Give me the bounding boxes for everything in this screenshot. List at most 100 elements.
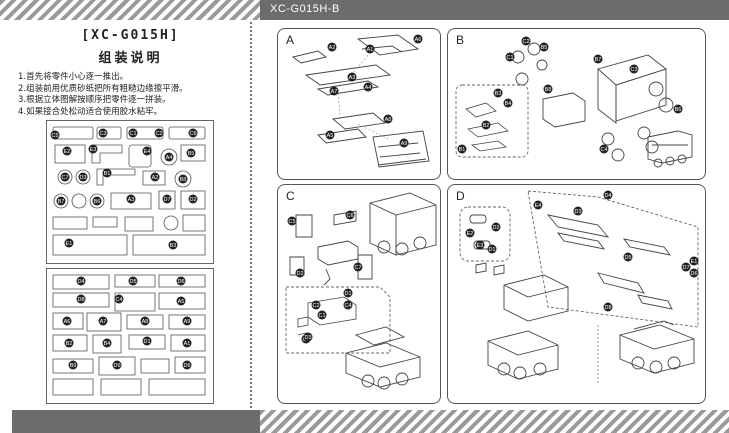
part-number-badge: E1	[64, 238, 74, 248]
svg-text:B4: B4	[505, 101, 512, 107]
part-number-badge: E2	[62, 146, 72, 156]
part-number-badge: A5	[325, 130, 335, 140]
part-number-badge: D3	[303, 332, 313, 342]
part-number-badge: D6	[182, 360, 192, 370]
part-number-badge: B8	[178, 174, 188, 184]
svg-text:D3: D3	[79, 175, 86, 181]
part-number-badge: A6	[413, 34, 423, 44]
step-c-drawing: C1C2C3C4C5C6C7D1D2D3	[285, 192, 437, 390]
step-label: C	[286, 189, 295, 203]
svg-text:A2: A2	[329, 45, 336, 51]
part-number-badge: A1	[182, 338, 192, 348]
part-number-badge: A3	[126, 194, 136, 204]
part-number-badge: D2	[491, 222, 501, 232]
svg-text:C2: C2	[522, 39, 529, 45]
svg-text:A7: A7	[100, 319, 107, 325]
part-number-badge: B5	[186, 148, 196, 158]
svg-text:C3: C3	[630, 67, 637, 73]
part-number-badge: A6	[62, 316, 72, 326]
svg-text:C4: C4	[600, 147, 607, 153]
svg-text:A4: A4	[166, 155, 173, 161]
part-number-badge: B6	[92, 196, 102, 206]
svg-text:D8: D8	[604, 305, 611, 311]
svg-text:A9: A9	[401, 141, 408, 147]
instruction-step: 3.根据立体图解按顺序把零件逐一拼装。	[18, 95, 171, 105]
part-number-badge: C2	[311, 300, 321, 310]
part-number-badge: D1	[142, 336, 152, 346]
part-number-badge: D6	[176, 276, 186, 286]
part-number-badge: B2	[481, 120, 491, 130]
part-number-badge: D4	[76, 276, 86, 286]
part-number-badge: A7	[98, 316, 108, 326]
svg-text:C4: C4	[344, 303, 351, 309]
part-number-badge: A4	[164, 152, 174, 162]
part-number-badge: B4	[503, 98, 513, 108]
part-number-badge: B7	[56, 196, 66, 206]
part-number-badge: C4	[343, 300, 353, 310]
svg-text:B8: B8	[180, 177, 187, 183]
part-number-badge: E2	[465, 228, 475, 238]
part-number-badge: D7	[681, 262, 691, 272]
svg-text:A5: A5	[327, 133, 334, 139]
svg-text:C1: C1	[506, 55, 513, 61]
part-number-badge: D9	[112, 360, 122, 370]
part-number-badge: C1	[128, 128, 138, 138]
svg-text:D5: D5	[624, 255, 631, 261]
instructions-block: [XC-G015H] 组装说明 1.首先将零件小心逐一推出。 2.组装前用优质砂…	[18, 22, 243, 118]
svg-text:A1: A1	[367, 47, 374, 53]
part-number-badge: A8	[140, 316, 150, 326]
svg-text:B6: B6	[94, 199, 101, 205]
part-number-badge: E4	[142, 146, 152, 156]
svg-text:D9: D9	[113, 363, 120, 369]
svg-text:A5: A5	[178, 299, 185, 305]
part-number-badge: A3	[347, 72, 357, 82]
part-number-badge: E3	[88, 144, 98, 154]
svg-text:D7: D7	[163, 197, 170, 203]
svg-text:C2: C2	[155, 131, 162, 137]
step-panel-c: C C1C2C3C4C5C6C7D1D2D3	[277, 184, 441, 404]
part-number-badge: D2	[295, 268, 305, 278]
part-number-badge: C7	[353, 262, 363, 272]
svg-text:A3: A3	[128, 197, 135, 203]
svg-text:D3: D3	[304, 335, 311, 341]
instruction-step: 1.首先将零件小心逐一推出。	[18, 72, 129, 82]
part-number-badge: D1	[487, 244, 497, 254]
svg-text:C5: C5	[51, 133, 58, 139]
part-number-badge: B1	[102, 168, 112, 178]
step-label: A	[286, 33, 295, 47]
part-number-badge: C6	[345, 210, 355, 220]
part-number-badge: A5	[176, 296, 186, 306]
svg-text:B8: B8	[545, 87, 552, 93]
svg-text:D2: D2	[189, 197, 196, 203]
part-number-badge: C4	[114, 294, 124, 304]
part-number-badge: C5	[50, 130, 60, 140]
svg-text:D6: D6	[690, 271, 697, 277]
part-number-badge: A8	[383, 114, 393, 124]
part-number-badge: C3	[98, 128, 108, 138]
step-label: B	[456, 33, 465, 47]
part-number-badge: A1	[365, 44, 375, 54]
part-number-badge: A4	[363, 82, 373, 92]
part-number-badge: B5	[539, 42, 549, 52]
svg-text:C6: C6	[189, 131, 196, 137]
svg-text:D3: D3	[574, 209, 581, 215]
svg-text:C1: C1	[318, 313, 325, 319]
instruction-step: 4.如果接合处松动适合使用胶水粘牢。	[18, 106, 163, 117]
part-number-badge: B4	[102, 338, 112, 348]
part-number-badge: D6	[689, 268, 699, 278]
part-number-badge: D2	[188, 194, 198, 204]
part-number-badge: A9	[399, 138, 409, 148]
svg-text:B7: B7	[58, 199, 65, 205]
svg-text:A9: A9	[184, 319, 191, 325]
svg-text:D5: D5	[129, 279, 136, 285]
footer-bar	[0, 410, 729, 433]
svg-text:B1: B1	[104, 171, 111, 177]
part-number-badge: D3	[78, 172, 88, 182]
svg-text:A3: A3	[349, 75, 356, 81]
